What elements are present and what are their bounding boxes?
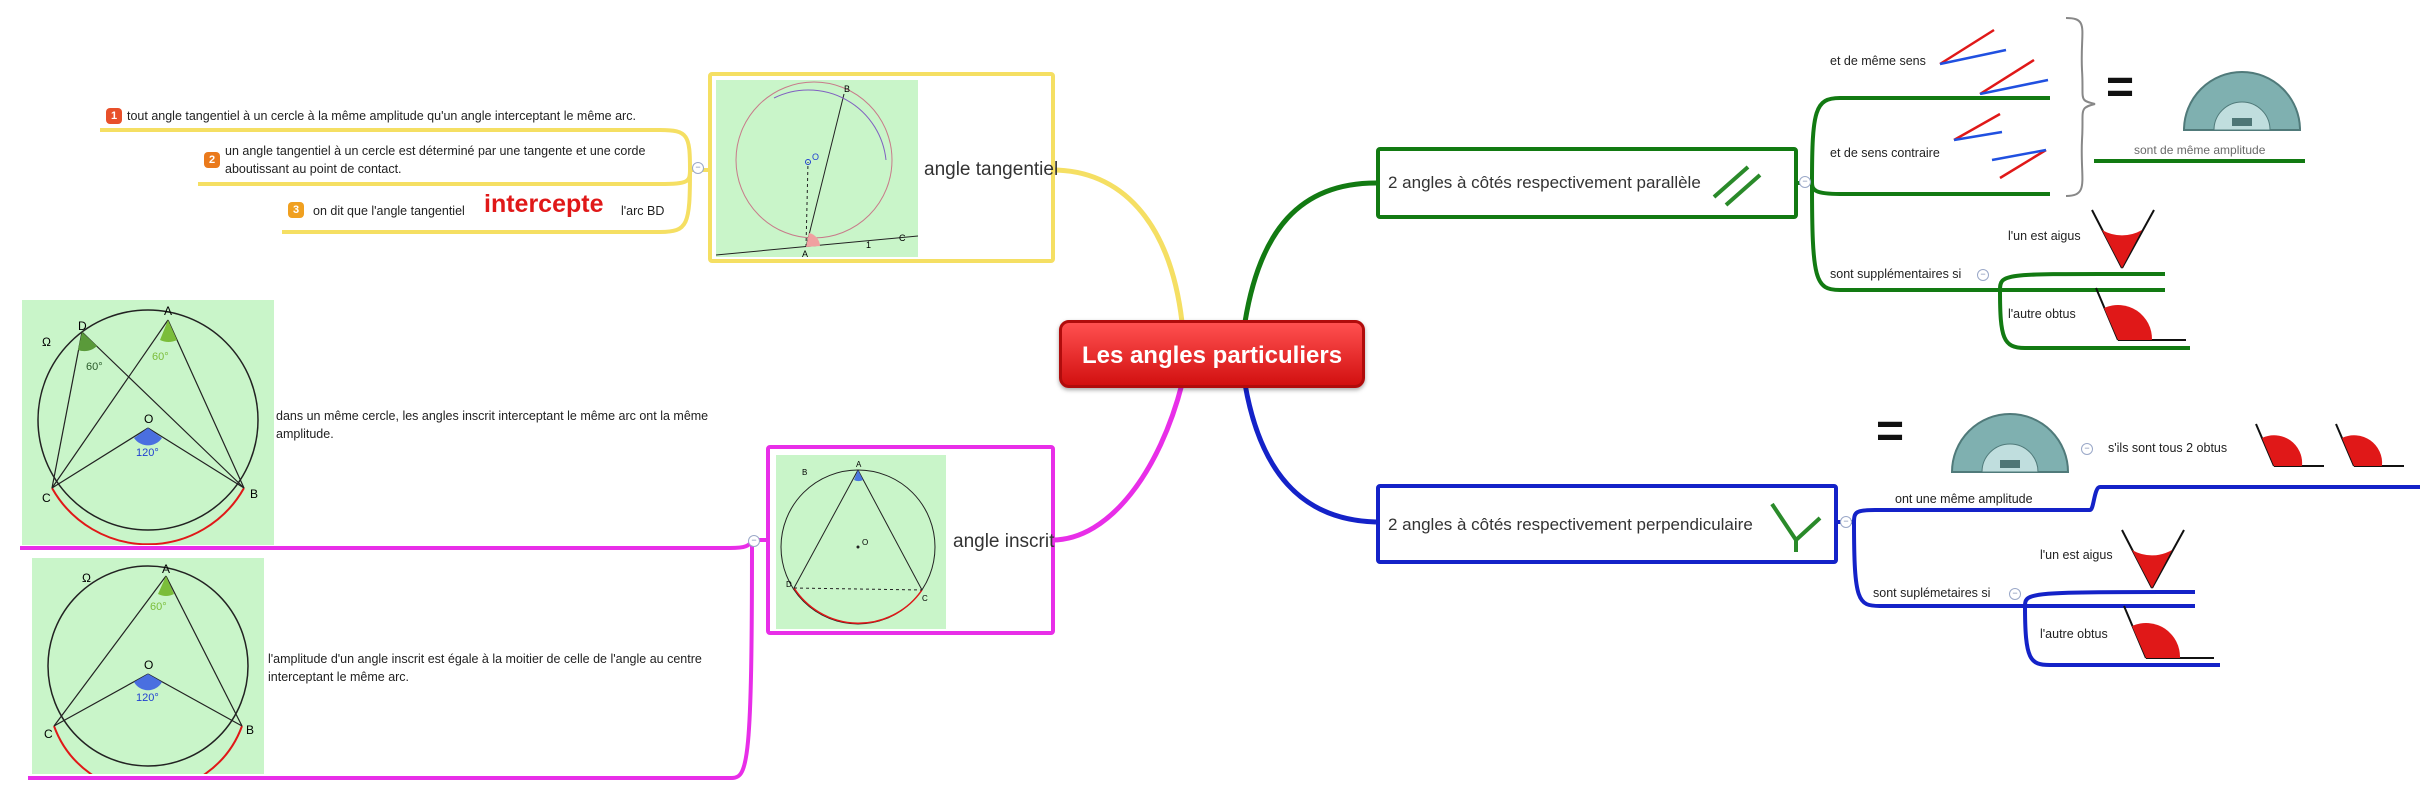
inscrit-label-o: O bbox=[862, 538, 868, 547]
perpendiculaire-same-amplitude: ont une même amplitude bbox=[1895, 492, 2033, 506]
fact1-label-c: C bbox=[42, 491, 51, 505]
tangent-label-a: A bbox=[802, 249, 808, 257]
fact2-label-b: B bbox=[246, 723, 254, 737]
inscrit-label-a: A bbox=[856, 460, 862, 469]
obtuse-angle-icon-2 bbox=[2335, 423, 2404, 467]
perpendiculaire-collapse-toggle[interactable]: − bbox=[1840, 516, 1852, 528]
obtuse-angle-icon-1 bbox=[2255, 423, 2324, 467]
tangentiel-item-2-line1: un angle tangentiel à un cercle est déte… bbox=[225, 144, 646, 158]
parallele-title: 2 angles à côtés respectivement parallèl… bbox=[1388, 173, 1701, 192]
tangentiel-item-3-arc: l'arc BD bbox=[621, 204, 665, 218]
topic-parallele[interactable]: 2 angles à côtés respectivement parallèl… bbox=[1376, 147, 1798, 219]
perpendiculaire-both-obtuse: s'ils sont tous 2 obtus bbox=[2108, 441, 2228, 455]
tangentiel-item-1-number: 1 bbox=[106, 108, 122, 124]
perpendiculaire-acute: l'un est aigus bbox=[2040, 548, 2113, 562]
fact1-angle-d: 60° bbox=[86, 361, 103, 373]
tangent-angle-diagram: B O A 1 C bbox=[716, 81, 918, 257]
inscrit-collapse-toggle[interactable]: − bbox=[748, 535, 760, 547]
tangentiel-item-1: tout angle tangentiel à un cercle à la m… bbox=[127, 109, 636, 123]
perpendiculaire-amplitude-collapse-toggle[interactable]: − bbox=[2081, 443, 2093, 455]
connector-inscrit bbox=[1051, 383, 1185, 543]
same-direction-angles-icon bbox=[1939, 28, 2049, 95]
tangentiel-item-3-number: 3 bbox=[288, 202, 304, 218]
inscrit-fact2-figure: Ω A O C B 60° 120° bbox=[32, 558, 264, 774]
inscribed-angle-diagram: A O D C B bbox=[780, 460, 936, 625]
tangent-label-o: O bbox=[812, 152, 819, 162]
perpendiculaire-supplementary-collapse-toggle[interactable]: − bbox=[2009, 588, 2021, 600]
inscrit-label-d: D bbox=[786, 580, 792, 589]
fact2-label-a: A bbox=[162, 562, 170, 576]
connector-perpendiculaire bbox=[1242, 383, 1377, 525]
tangentiel-item-3-text: on dit que l'angle tangentiel bbox=[313, 204, 465, 218]
perpendiculaire-obtuse-angle-icon bbox=[2123, 605, 2214, 659]
perpendiculaire-protractor-icon bbox=[1950, 413, 2070, 473]
inscribed-angle-figure: A O D C B bbox=[776, 455, 946, 629]
central-topic-title: Les angles particuliers bbox=[1081, 342, 1343, 369]
parallele-opposite-direction: et de sens contraire bbox=[1830, 146, 1940, 160]
inscrit-fact2-line2: interceptant le même arc. bbox=[268, 670, 410, 684]
parallele-brace bbox=[2065, 17, 2096, 197]
topic-angle-tangentiel[interactable]: B O A 1 C angle tangentiel bbox=[708, 72, 1059, 263]
tangent-angle-figure: B O A 1 C bbox=[716, 80, 918, 257]
fact1-label-a: A bbox=[164, 304, 172, 318]
inscrit-fact1-line1: dans un même cercle, les angles inscrit … bbox=[276, 409, 709, 423]
parallele-acute: l'un est aigus bbox=[2008, 229, 2081, 243]
fact2-angle-o: 120° bbox=[136, 692, 159, 704]
inscrit-fact1-line2: amplitude. bbox=[276, 427, 334, 441]
fact1-label-o: O bbox=[144, 412, 153, 426]
fact2-label-o: O bbox=[144, 658, 153, 672]
inscrit-label-b: B bbox=[802, 468, 807, 477]
connector-parallele bbox=[1242, 180, 1377, 323]
opposite-direction-angles-icon bbox=[1953, 112, 2047, 180]
parallel-lines-icon bbox=[1712, 165, 1762, 207]
tangentiel-title: angle tangentiel bbox=[924, 159, 1059, 180]
acute-angle-icon bbox=[2091, 209, 2155, 269]
perpendiculaire-supplementary: sont suplémetaires si bbox=[1873, 586, 1991, 600]
inscrit-fact2-diagram: Ω A O C B 60° 120° bbox=[44, 562, 254, 774]
tangent-label-c: C bbox=[899, 233, 906, 243]
inscrit-fact2-line1: l'amplitude d'un angle inscrit est égale… bbox=[268, 652, 702, 666]
parallele-obtuse: l'autre obtus bbox=[2008, 307, 2076, 321]
tangentiel-item-3-emphasis: intercepte bbox=[484, 190, 604, 218]
tangentiel-item-2-line2: aboutissant au point de contact. bbox=[225, 162, 402, 176]
tangentiel-collapse-toggle[interactable]: − bbox=[692, 162, 704, 174]
parallele-supplementary-collapse-toggle[interactable]: − bbox=[1977, 269, 1989, 281]
fact1-label-d: D bbox=[78, 319, 87, 333]
parallele-collapse-toggle[interactable]: − bbox=[1799, 176, 1811, 188]
fact2-omega: Ω bbox=[82, 571, 91, 585]
perpendiculaire-branches bbox=[1838, 485, 2420, 667]
protractor-icon bbox=[2182, 71, 2302, 131]
inscrit-label-c: C bbox=[922, 594, 928, 603]
parallele-same-direction: et de même sens bbox=[1830, 54, 1926, 68]
perpendiculaire-equal-sign: = bbox=[1876, 405, 1905, 458]
perpendiculaire-title: 2 angles à côtés respectivement perpendi… bbox=[1388, 515, 1753, 534]
perpendiculaire-obtuse: l'autre obtus bbox=[2040, 627, 2108, 641]
connector-tangentiel bbox=[1051, 167, 1185, 323]
parallele-supplementary: sont supplémentaires si bbox=[1830, 267, 1962, 281]
fact1-omega: Ω bbox=[42, 335, 51, 349]
perpendicular-lines-icon bbox=[1770, 502, 1822, 552]
fact2-angle-a: 60° bbox=[150, 601, 167, 613]
parallele-conclusion: sont de même amplitude bbox=[2134, 143, 2266, 157]
fact1-angle-a: 60° bbox=[152, 351, 169, 363]
inscrit-title: angle inscrit bbox=[953, 531, 1055, 552]
fact2-label-c: C bbox=[44, 727, 53, 741]
fact1-label-b: B bbox=[250, 487, 258, 501]
topic-angle-inscrit[interactable]: A O D C B angle inscrit bbox=[766, 445, 1055, 635]
parallele-equal-sign: = bbox=[2106, 61, 2135, 114]
central-topic[interactable]: Les angles particuliers bbox=[1059, 320, 1365, 388]
fact1-angle-o: 120° bbox=[136, 447, 159, 459]
obtuse-angle-icon bbox=[2095, 287, 2186, 341]
perpendiculaire-acute-angle-icon bbox=[2121, 529, 2185, 589]
tangent-label-1: 1 bbox=[866, 240, 871, 250]
inscrit-fact1-figure: Ω D A O C B 60° 60° 120° bbox=[22, 300, 274, 545]
topic-perpendiculaire[interactable]: 2 angles à côtés respectivement perpendi… bbox=[1376, 484, 1838, 564]
tangent-label-b: B bbox=[844, 84, 850, 94]
tangentiel-branches bbox=[100, 128, 708, 234]
inscrit-fact1-diagram: Ω D A O C B 60° 60° 120° bbox=[37, 304, 259, 545]
tangentiel-item-2-number: 2 bbox=[204, 152, 220, 168]
